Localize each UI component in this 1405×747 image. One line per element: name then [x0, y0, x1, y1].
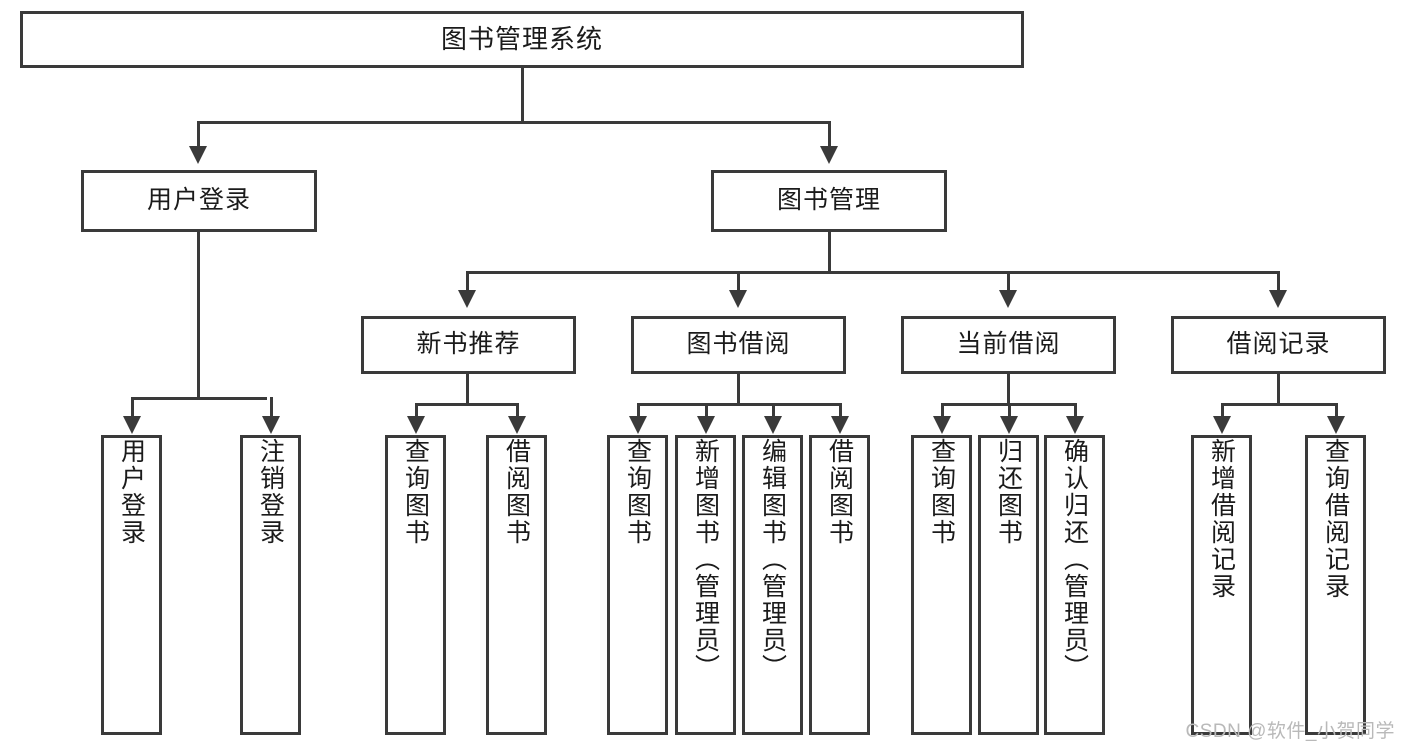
leaf-label: 确认归还（管理员）: [1060, 438, 1089, 681]
leaf-label: 注销登录: [256, 438, 285, 546]
arrowhead-book-borrow-2: [697, 416, 715, 434]
leaf-label: 借阅图书: [825, 438, 854, 546]
leaf-label: 新增图书（管理员）: [691, 438, 720, 681]
leaf-label: 用户登录: [117, 438, 146, 546]
leaf-label: 编辑图书（管理员）: [758, 438, 787, 681]
connector-new-book-stem: [466, 374, 469, 405]
arrowhead-level3-3: [999, 290, 1017, 308]
node-book-borrow[interactable]: 图书借阅: [631, 316, 846, 374]
arrowhead-current-borrow-3: [1066, 416, 1084, 434]
leaf-book-borrow-query-book[interactable]: 查询图书: [607, 435, 668, 735]
connector-current-borrow-drop-2: [1008, 403, 1011, 418]
connector-level2-drop-1: [197, 121, 200, 148]
connector-borrow-record-drop-2: [1335, 403, 1338, 418]
connector-new-book-drop-2: [516, 403, 519, 418]
connector-level3-bus: [466, 271, 1278, 274]
leaf-borrow-record-add-record[interactable]: 新增借阅记录: [1191, 435, 1252, 735]
leaf-label: 查询图书: [927, 438, 956, 546]
watermark: CSDN @软件_小贺同学: [1185, 721, 1395, 742]
arrowhead-current-borrow-1: [933, 416, 951, 434]
node-book-management[interactable]: 图书管理: [711, 170, 947, 232]
leaf-book-borrow-add-book-admin[interactable]: 新增图书（管理员）: [675, 435, 736, 735]
connector-level2-drop-2: [828, 121, 831, 148]
node-label: 图书管理: [776, 186, 881, 215]
connector-user-login-bus: [131, 397, 267, 400]
arrowhead-new-book-1: [407, 416, 425, 434]
leaf-user-login-login[interactable]: 用户登录: [101, 435, 162, 735]
connector-borrow-record-stem: [1277, 374, 1280, 405]
node-label: 借阅记录: [1226, 330, 1331, 359]
connector-new-book-drop-1: [415, 403, 418, 418]
leaf-book-borrow-edit-book-admin[interactable]: 编辑图书（管理员）: [742, 435, 803, 735]
arrowhead-book-borrow-4: [831, 416, 849, 434]
connector-current-borrow-drop-3: [1074, 403, 1077, 418]
arrowhead-level3-2: [729, 290, 747, 308]
node-label: 图书借阅: [686, 330, 791, 359]
node-label: 图书管理系统: [440, 24, 603, 55]
arrowhead-borrow-record-1: [1213, 416, 1231, 434]
connector-user-login-drop-1: [131, 397, 134, 418]
connector-book-borrow-drop-3: [772, 403, 775, 418]
leaf-label: 查询图书: [623, 438, 652, 546]
connector-user-login-stem: [197, 232, 200, 400]
connector-root-stem: [521, 68, 524, 121]
leaf-borrow-record-query-record[interactable]: 查询借阅记录: [1305, 435, 1366, 735]
connector-book-borrow-bus: [637, 403, 842, 406]
arrowhead-level2-2: [820, 146, 838, 164]
node-label: 新书推荐: [416, 330, 521, 359]
leaf-label: 查询图书: [401, 438, 430, 546]
connector-book-management-stem: [828, 232, 831, 273]
leaf-label: 归还图书: [994, 438, 1023, 546]
leaf-book-borrow-borrow-book[interactable]: 借阅图书: [809, 435, 870, 735]
connector-book-borrow-drop-1: [637, 403, 640, 418]
leaf-current-borrow-return-book[interactable]: 归还图书: [978, 435, 1039, 735]
connector-book-borrow-drop-2: [705, 403, 708, 418]
node-label: 当前借阅: [956, 330, 1061, 359]
connector-level3-drop-1: [466, 271, 469, 292]
arrowhead-current-borrow-2: [1000, 416, 1018, 434]
arrowhead-book-borrow-1: [629, 416, 647, 434]
leaf-new-book-query-book[interactable]: 查询图书: [385, 435, 446, 735]
connector-user-login-drop-2: [270, 397, 273, 418]
connector-borrow-record-bus: [1221, 403, 1338, 406]
leaf-current-borrow-confirm-return-admin[interactable]: 确认归还（管理员）: [1044, 435, 1105, 735]
node-label: 用户登录: [146, 186, 251, 215]
connector-current-borrow-drop-1: [941, 403, 944, 418]
connector-book-borrow-drop-4: [839, 403, 842, 418]
connector-level3-drop-4: [1277, 271, 1280, 292]
leaf-new-book-borrow-book[interactable]: 借阅图书: [486, 435, 547, 735]
node-new-book-recommend[interactable]: 新书推荐: [361, 316, 576, 374]
node-borrow-record[interactable]: 借阅记录: [1171, 316, 1386, 374]
leaf-label: 查询借阅记录: [1321, 438, 1350, 600]
connector-current-borrow-stem: [1007, 374, 1010, 405]
node-root-book-management-system[interactable]: 图书管理系统: [20, 11, 1024, 68]
leaf-label: 借阅图书: [502, 438, 531, 546]
leaf-user-login-logout[interactable]: 注销登录: [240, 435, 301, 735]
arrowhead-book-borrow-3: [764, 416, 782, 434]
node-current-borrow[interactable]: 当前借阅: [901, 316, 1116, 374]
arrowhead-user-login-1: [123, 416, 141, 434]
connector-level3-drop-3: [1007, 271, 1010, 292]
connector-new-book-bus: [415, 403, 519, 406]
arrowhead-borrow-record-2: [1327, 416, 1345, 434]
leaf-current-borrow-query-book[interactable]: 查询图书: [911, 435, 972, 735]
arrowhead-user-login-2: [262, 416, 280, 434]
node-user-login[interactable]: 用户登录: [81, 170, 317, 232]
connector-book-borrow-stem: [737, 374, 740, 405]
arrowhead-level3-1: [458, 290, 476, 308]
arrowhead-new-book-2: [508, 416, 526, 434]
connector-level2-bus: [197, 121, 831, 124]
arrowhead-level2-1: [189, 146, 207, 164]
connector-level3-drop-2: [737, 271, 740, 292]
arrowhead-level3-4: [1269, 290, 1287, 308]
leaf-label: 新增借阅记录: [1207, 438, 1236, 600]
connector-borrow-record-drop-1: [1221, 403, 1224, 418]
